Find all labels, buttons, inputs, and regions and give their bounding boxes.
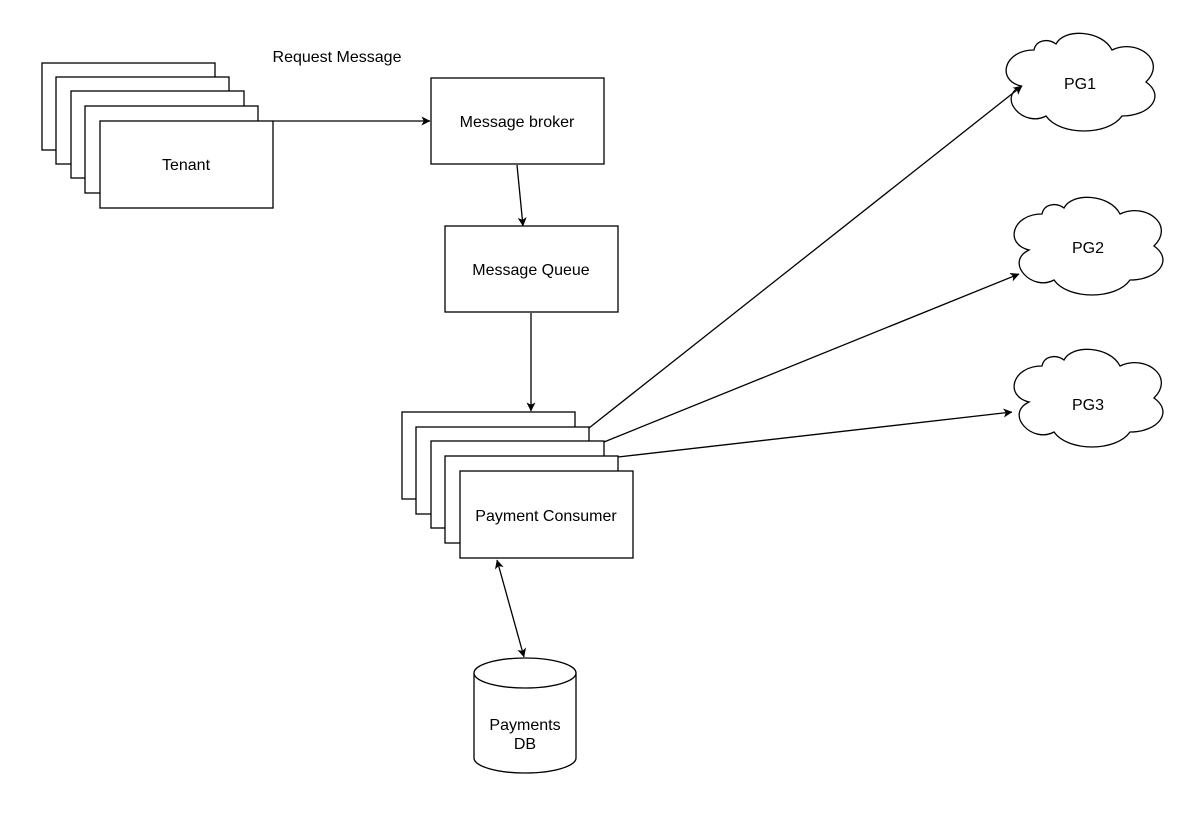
tenant-stack[interactable]: Tenant (41, 62, 274, 209)
edge-consumer-to-pg2 (603, 273, 1020, 443)
payment-consumer-stack[interactable]: Payment Consumer (401, 411, 634, 559)
pg1-node[interactable]: PG1 (1005, 32, 1156, 132)
pg3-cloud-shape (1013, 348, 1164, 448)
payments-db-node[interactable]: Payments DB (473, 657, 577, 774)
edge-broker-to-queue (516, 164, 527, 227)
payment-consumer-box (459, 470, 634, 559)
pg1-label: PG1 (1064, 76, 1096, 93)
tenant-label: Tenant (162, 157, 211, 174)
pg2-node[interactable]: PG2 (1013, 196, 1164, 296)
payments-db-label-line1: Payments (489, 717, 560, 734)
payments-db-label-line2: DB (514, 736, 536, 753)
request-message-label: Request Message (273, 49, 402, 66)
edge-consumer-to-pg3 (617, 408, 1013, 458)
message-queue-box (444, 225, 619, 313)
edge-consumer-to-pg1 (588, 85, 1023, 429)
message-broker-box (430, 77, 605, 165)
payment-consumer-label: Payment Consumer (475, 508, 617, 525)
payments-db-body (473, 673, 577, 774)
edge-consumer-db-bidirectional (494, 559, 527, 658)
message-queue-label: Message Queue (472, 262, 590, 279)
message-queue-node[interactable]: Message Queue (444, 225, 619, 313)
pg3-node[interactable]: PG3 (1013, 348, 1164, 448)
message-broker-node[interactable]: Message broker (430, 77, 605, 165)
pg3-label: PG3 (1072, 397, 1104, 414)
tenant-box (99, 120, 274, 209)
pg2-label: PG2 (1072, 240, 1104, 257)
pg2-cloud-shape (1013, 196, 1164, 296)
payments-db-top (473, 657, 577, 689)
message-broker-label: Message broker (460, 114, 575, 131)
